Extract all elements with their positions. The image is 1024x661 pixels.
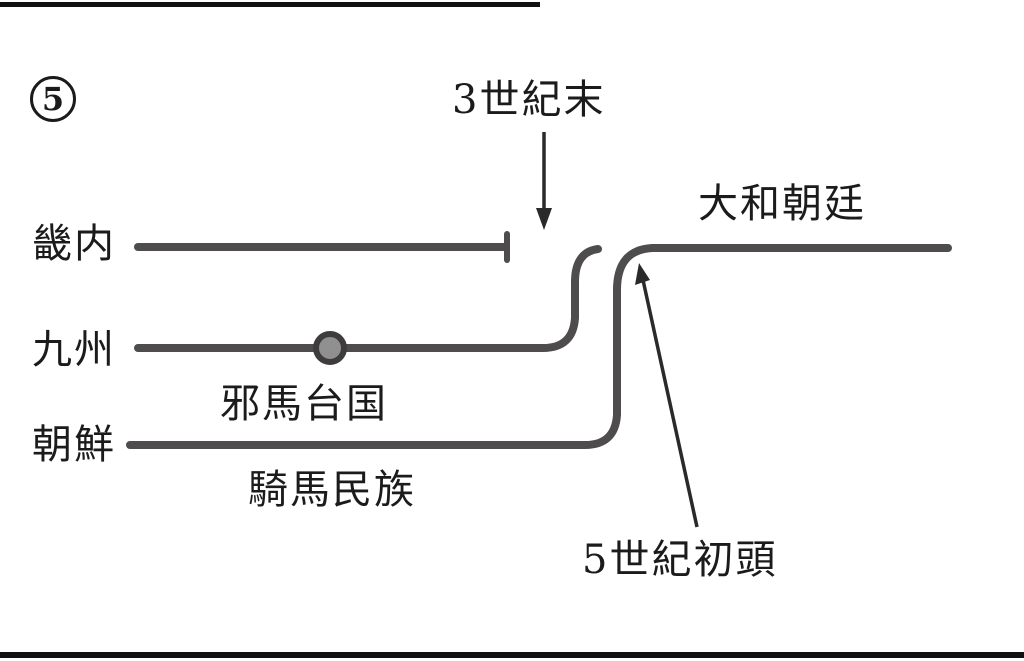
label-fifth-century-start: 5世紀初頭 (582, 537, 778, 583)
scan-bottom-border (0, 652, 1024, 658)
label-horse-rider-people: 騎馬民族 (248, 467, 416, 513)
figure-number: 5 (41, 80, 65, 118)
kyushu-line (134, 245, 602, 352)
label-yamato-court: 大和朝廷 (698, 181, 866, 227)
yamataikoku-marker (313, 331, 347, 365)
label-kinai: 畿内 (32, 221, 116, 267)
label-third-century-end: 3世紀末 (452, 77, 606, 123)
label-kyushu: 九州 (32, 327, 116, 373)
label-korea: 朝鮮 (32, 422, 116, 468)
third-century-arrow-icon (536, 132, 552, 230)
scan-top-border (0, 2, 540, 7)
figure-number-badge: 5 (30, 76, 76, 122)
korea-yamato-line (126, 244, 952, 449)
label-yamataikoku: 邪馬台国 (220, 381, 388, 427)
fifth-century-arrow-icon (635, 263, 699, 528)
